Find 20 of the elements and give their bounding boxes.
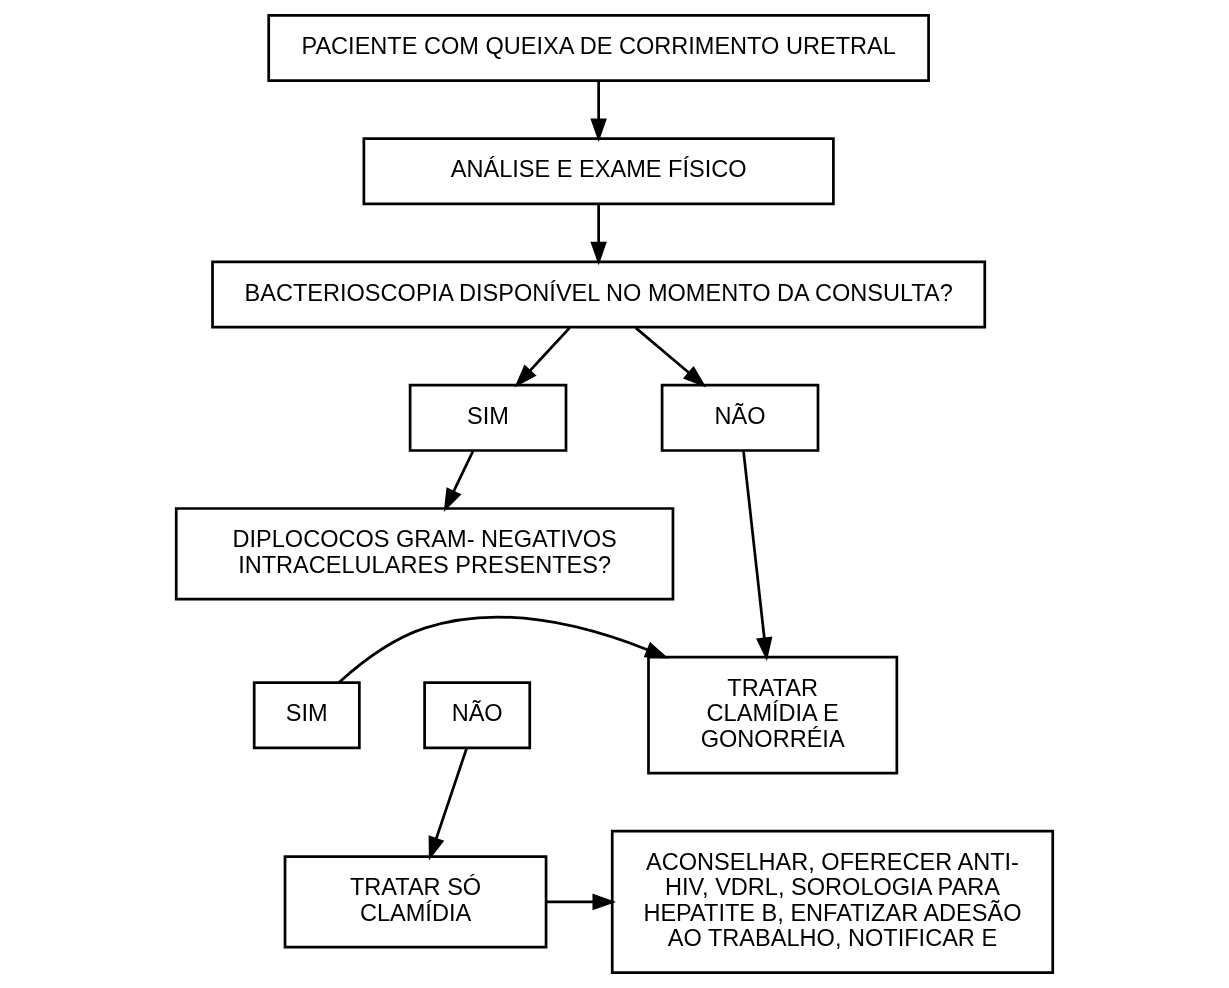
node-box: NÃO [423,681,532,750]
arrow [634,326,707,388]
node-box: ANÁLISE E EXAME FÍSICO [362,137,835,206]
node-box: SIM [408,383,568,452]
arrow [443,450,475,513]
arrow [546,893,617,911]
node-box: TRATAR CLAMÍDIA E GONORRÉIA [647,655,899,775]
arrow [514,326,571,388]
arrow [428,747,468,861]
node-box: BACTERIOSCOPIA DISPONÍVEL NO MOMENTO DA CONSULTA? [211,260,987,329]
node-box: TRATAR SÓ CLAMÍDIA [283,855,548,949]
node-box: ACONSELHAR, OFERECER ANTI-HIV, VDRL, SOROLOGIA PARA HEPATITE B, ENFATIZAR ADESÃO AO TRABALHO, NOTIFICAR E [610,829,1055,974]
arrow [590,81,607,142]
node-box: DIPLOCOCOS GRAM- NEGATIVOS INTRACELULARES PRESENTES? [174,507,675,601]
node-box: NÃO [660,383,820,452]
node-box: SIM [252,681,361,750]
node-box: PACIENTE COM QUEIXA DE CORRIMENTO URETRAL [267,14,930,83]
arrow [338,615,669,684]
arrow [742,450,773,661]
arrow [590,204,607,266]
